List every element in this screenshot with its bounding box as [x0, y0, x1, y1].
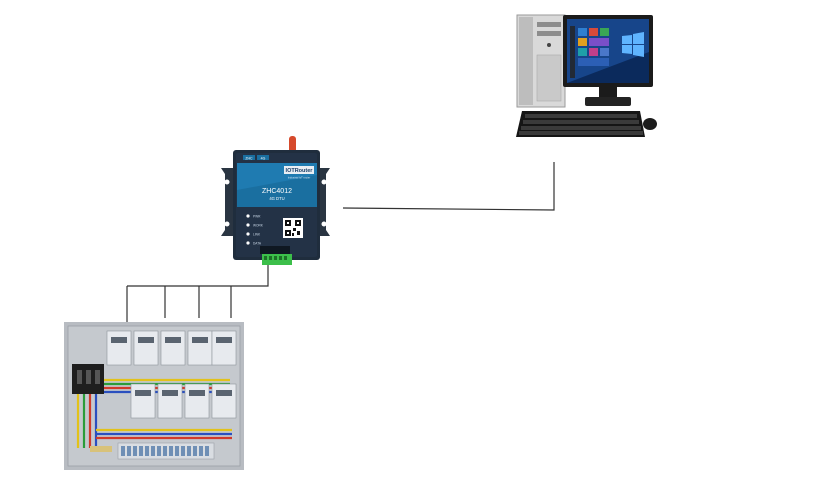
led-label-pwr: PWR	[253, 214, 261, 218]
device-subtitle: 4G DTU	[269, 196, 284, 201]
meter	[160, 330, 186, 366]
breaker-rail	[90, 442, 215, 460]
terminal-block	[262, 254, 292, 265]
dtu-to-meters-trunk	[127, 262, 269, 287]
device-brand: IOTRouter	[286, 168, 314, 174]
meter-row-top	[106, 330, 237, 366]
dtu-device: ZHC 4G IOTRouter Industrial IoT router Z…	[221, 136, 330, 265]
desktop-computer	[516, 14, 657, 137]
meter	[106, 330, 132, 366]
led-label-data: DATA	[253, 241, 262, 245]
led-label-work: WORK	[253, 223, 264, 227]
meter	[211, 383, 237, 419]
meter	[187, 330, 213, 366]
top-badge-2: 4G	[261, 156, 266, 160]
pc-monitor	[563, 15, 653, 106]
pc-tower	[516, 14, 566, 108]
meter	[133, 330, 159, 366]
dtu-to-pc-line	[342, 162, 555, 211]
device-model: ZHC4012	[262, 188, 292, 195]
windows-start-tiles	[570, 26, 644, 78]
connection-lines	[126, 162, 555, 322]
device-tagline: Industrial IoT router	[288, 176, 311, 180]
led-label-link: LINK	[253, 232, 261, 236]
main-breaker	[72, 364, 104, 394]
meter	[157, 383, 183, 419]
meter	[130, 383, 156, 419]
pc-mouse	[643, 118, 657, 130]
led-indicators: PWR WORK LINK DATA	[246, 214, 264, 245]
qr-code	[283, 218, 303, 238]
meter-row-bottom	[130, 383, 237, 419]
meter-panel	[64, 322, 244, 470]
meter	[211, 330, 237, 366]
meter	[184, 383, 210, 419]
pc-keyboard	[516, 111, 645, 137]
top-badge-1: ZHC	[245, 156, 253, 160]
